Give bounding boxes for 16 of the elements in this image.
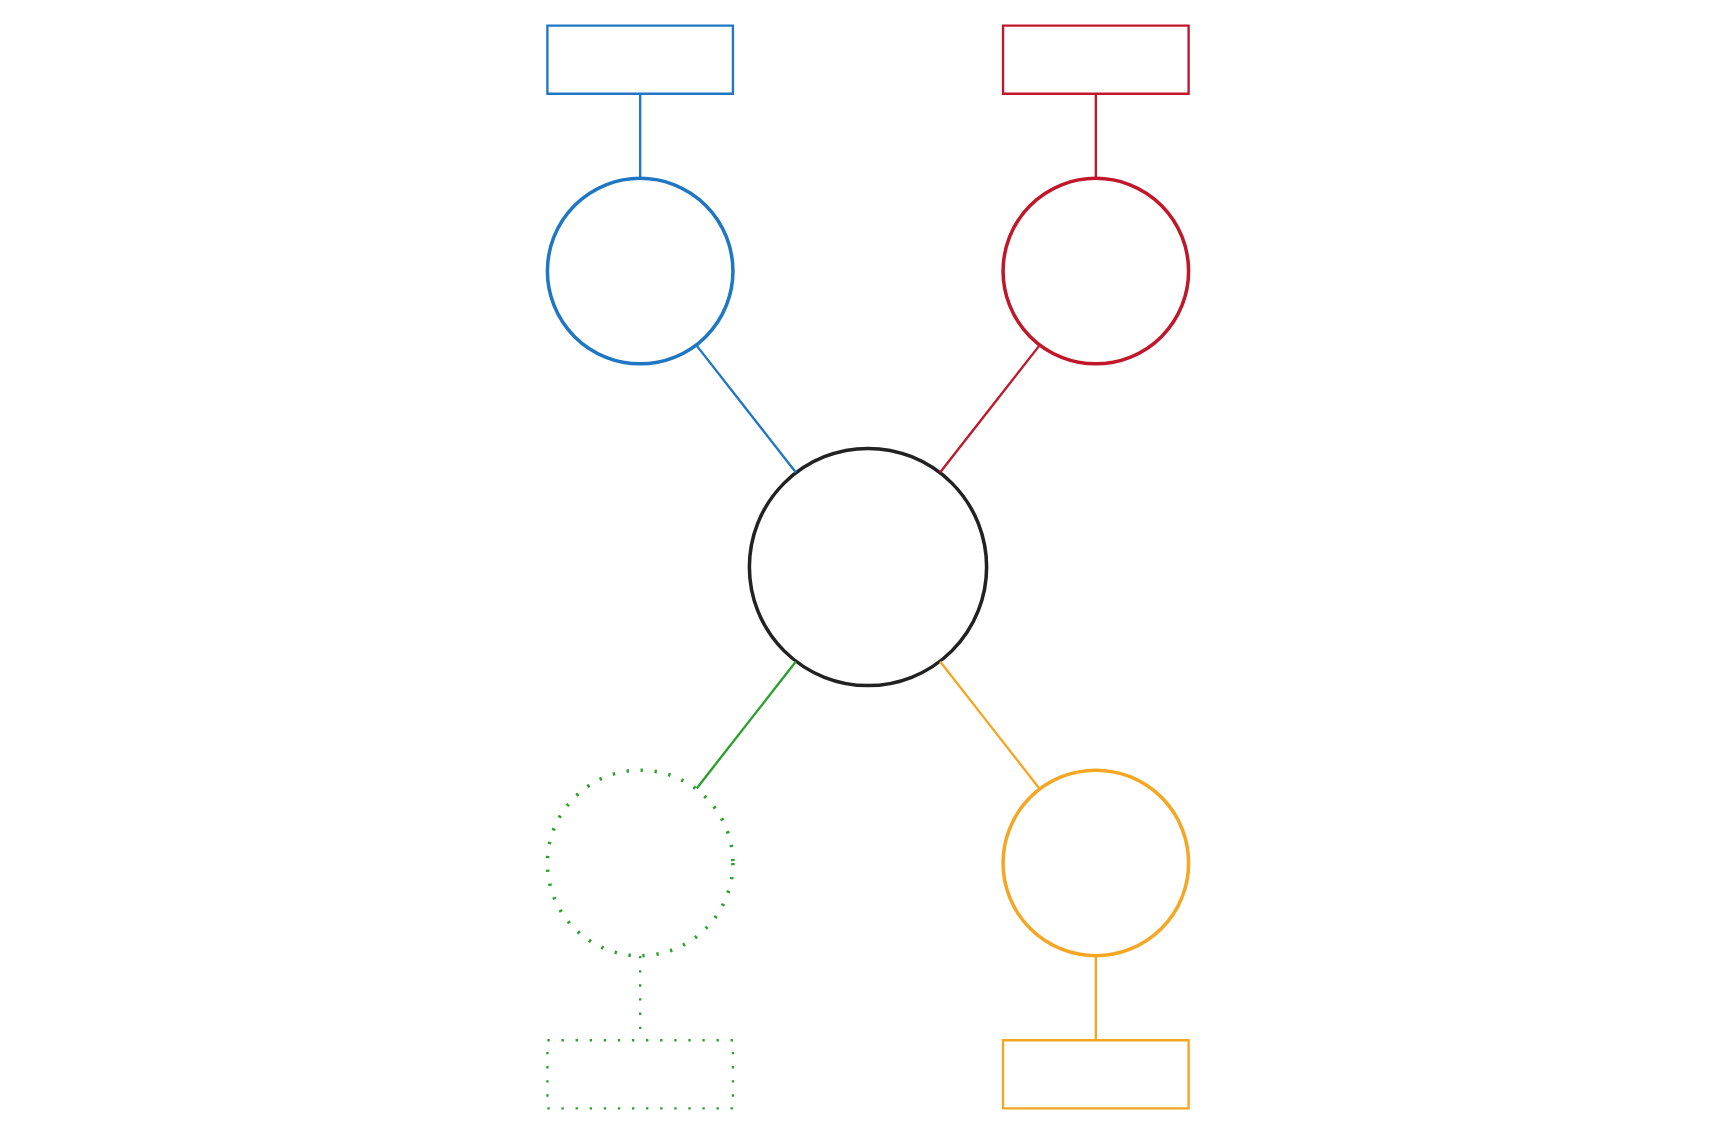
connector [1094,955,1097,1040]
node-circle [1001,176,1191,366]
node-box [1001,24,1190,95]
node-box [546,24,735,95]
connector [639,94,642,178]
node-box [1001,1039,1190,1110]
connector [695,660,797,790]
node-circle [545,768,735,958]
node-circle [747,446,989,688]
connector [939,660,1041,790]
connector [695,344,797,474]
node-circle [1001,768,1191,958]
connector [1094,94,1097,178]
node-circle [545,176,735,366]
connector [939,344,1041,474]
node-box [546,1039,735,1110]
